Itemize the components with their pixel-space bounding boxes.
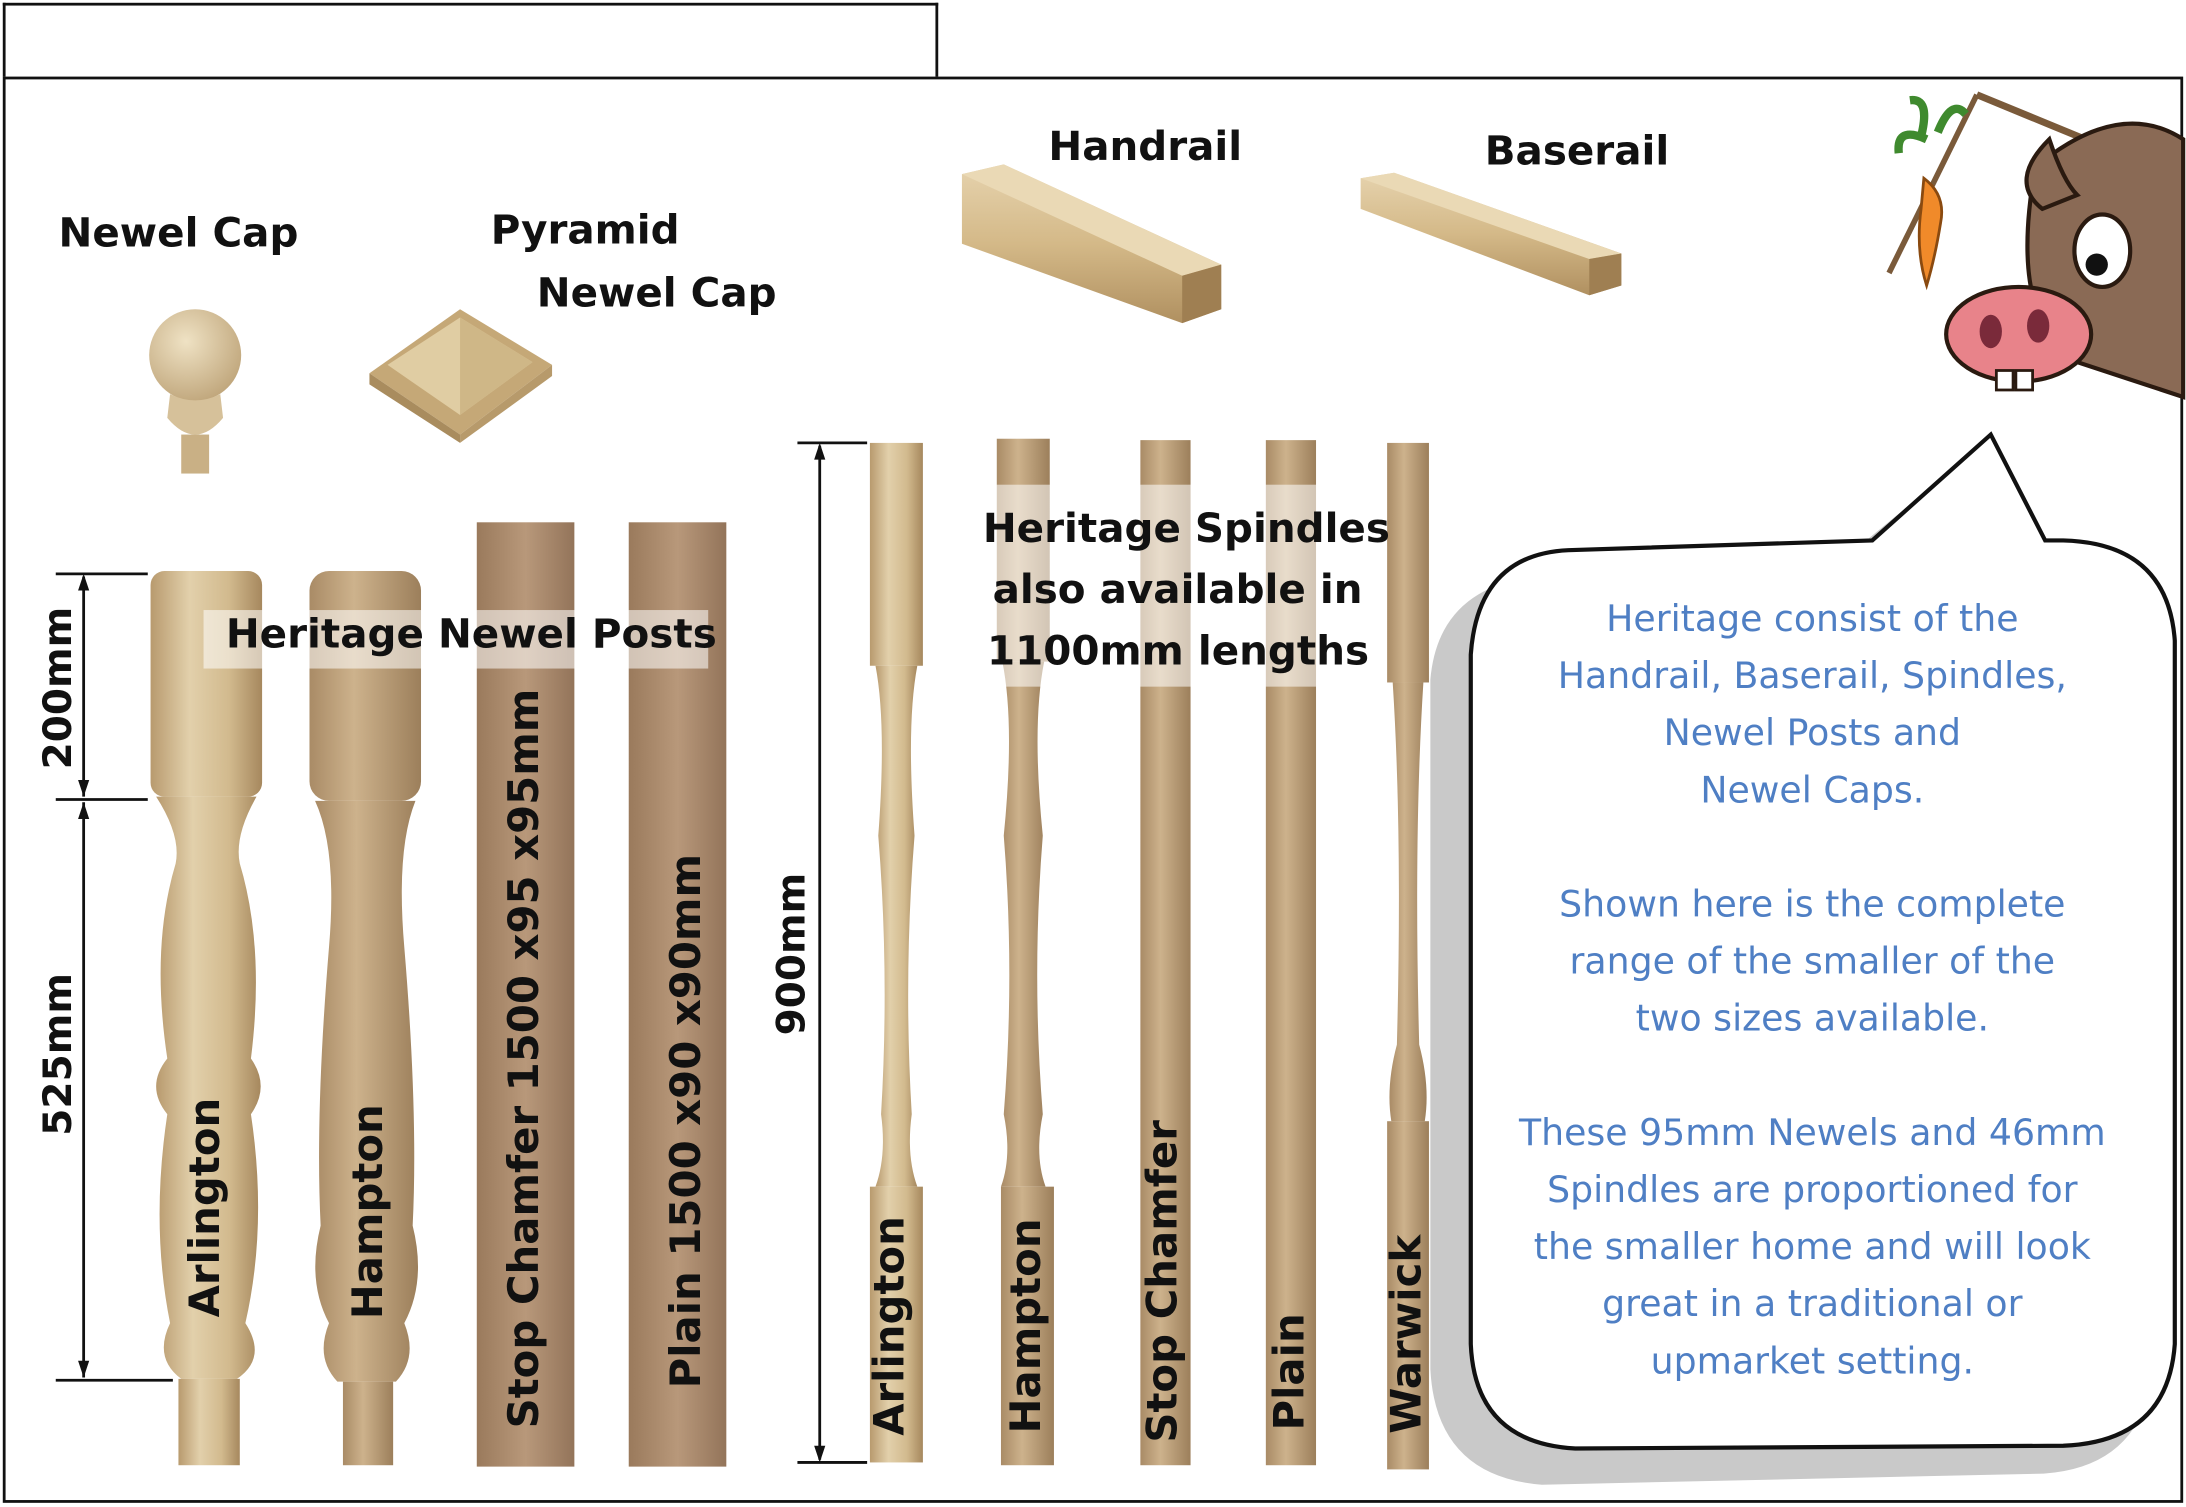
newel-label-stop-chamfer: Stop Chamfer 1500 x95 x95mm xyxy=(500,688,550,1429)
newel-stop-chamfer-image xyxy=(476,522,575,1467)
newel-label-hampton: Hampton xyxy=(344,1104,394,1320)
spindle-label-stop-chamfer: Stop Chamfer xyxy=(1138,1120,1188,1443)
speech-bubble xyxy=(1430,431,2177,1485)
pyramid-cap-label-line1: Pyramid xyxy=(490,206,680,254)
newel-cap-image xyxy=(149,309,242,474)
spindle-label-arlington: Arlington xyxy=(865,1216,915,1436)
newel-plain-image xyxy=(628,522,727,1467)
pyramid-cap-label-line2: Newel Cap xyxy=(536,268,777,317)
donkey-cartoon-image xyxy=(1886,91,2186,400)
newel-hampton-image xyxy=(309,571,422,1466)
content-frame xyxy=(2,76,2184,1503)
spindles-title-line3: 1100mm lengths xyxy=(987,626,1370,675)
newel-label-arlington: Arlington xyxy=(181,1097,231,1318)
newel-cap-label: Newel Cap xyxy=(58,208,299,257)
spindle-label-hampton: Hampton xyxy=(1002,1218,1052,1434)
spindle-label-warwick: Warwick xyxy=(1382,1234,1432,1434)
bubble-paragraph-3: These 95mm Newels and 46mm Spindles are … xyxy=(1518,1112,2106,1384)
dimension-lines xyxy=(55,441,868,1464)
spindles-title-band xyxy=(970,484,1319,687)
newel-posts-title: Heritage Newel Posts xyxy=(225,610,717,658)
spindles-title-line1: Heritage Spindles xyxy=(982,504,1390,552)
dimension-top-label: 200mm xyxy=(34,606,81,770)
header-tab xyxy=(2,2,939,77)
spindle-arlington-image xyxy=(869,442,923,1463)
newel-posts-title-band xyxy=(203,610,709,669)
pyramid-cap-image xyxy=(369,309,553,443)
handrail-image xyxy=(961,164,1222,324)
spindles-title-line2: also available in xyxy=(992,565,1363,613)
spindle-hampton-image xyxy=(996,438,1054,1466)
bubble-paragraph-1: Heritage consist of the Handrail, Basera… xyxy=(1557,598,2067,813)
handrail-label: Handrail xyxy=(1048,122,1243,170)
baserail-label: Baserail xyxy=(1484,126,1670,175)
newel-arlington-image xyxy=(150,571,263,1466)
baserail-image xyxy=(1360,172,1622,296)
spindle-label-plain: Plain xyxy=(1265,1313,1315,1431)
bubble-paragraph-2: Shown here is the complete range of the … xyxy=(1559,884,2066,1041)
speech-bubble-text: Heritage consist of the Handrail, Basera… xyxy=(1499,592,2126,1449)
dimension-spindle-label: 900mm xyxy=(768,872,815,1036)
newel-label-plain: Plain 1500 x90 x90mm xyxy=(662,853,711,1389)
spindle-warwick-image xyxy=(1387,442,1429,1470)
dimension-lower-label: 525mm xyxy=(34,973,81,1136)
